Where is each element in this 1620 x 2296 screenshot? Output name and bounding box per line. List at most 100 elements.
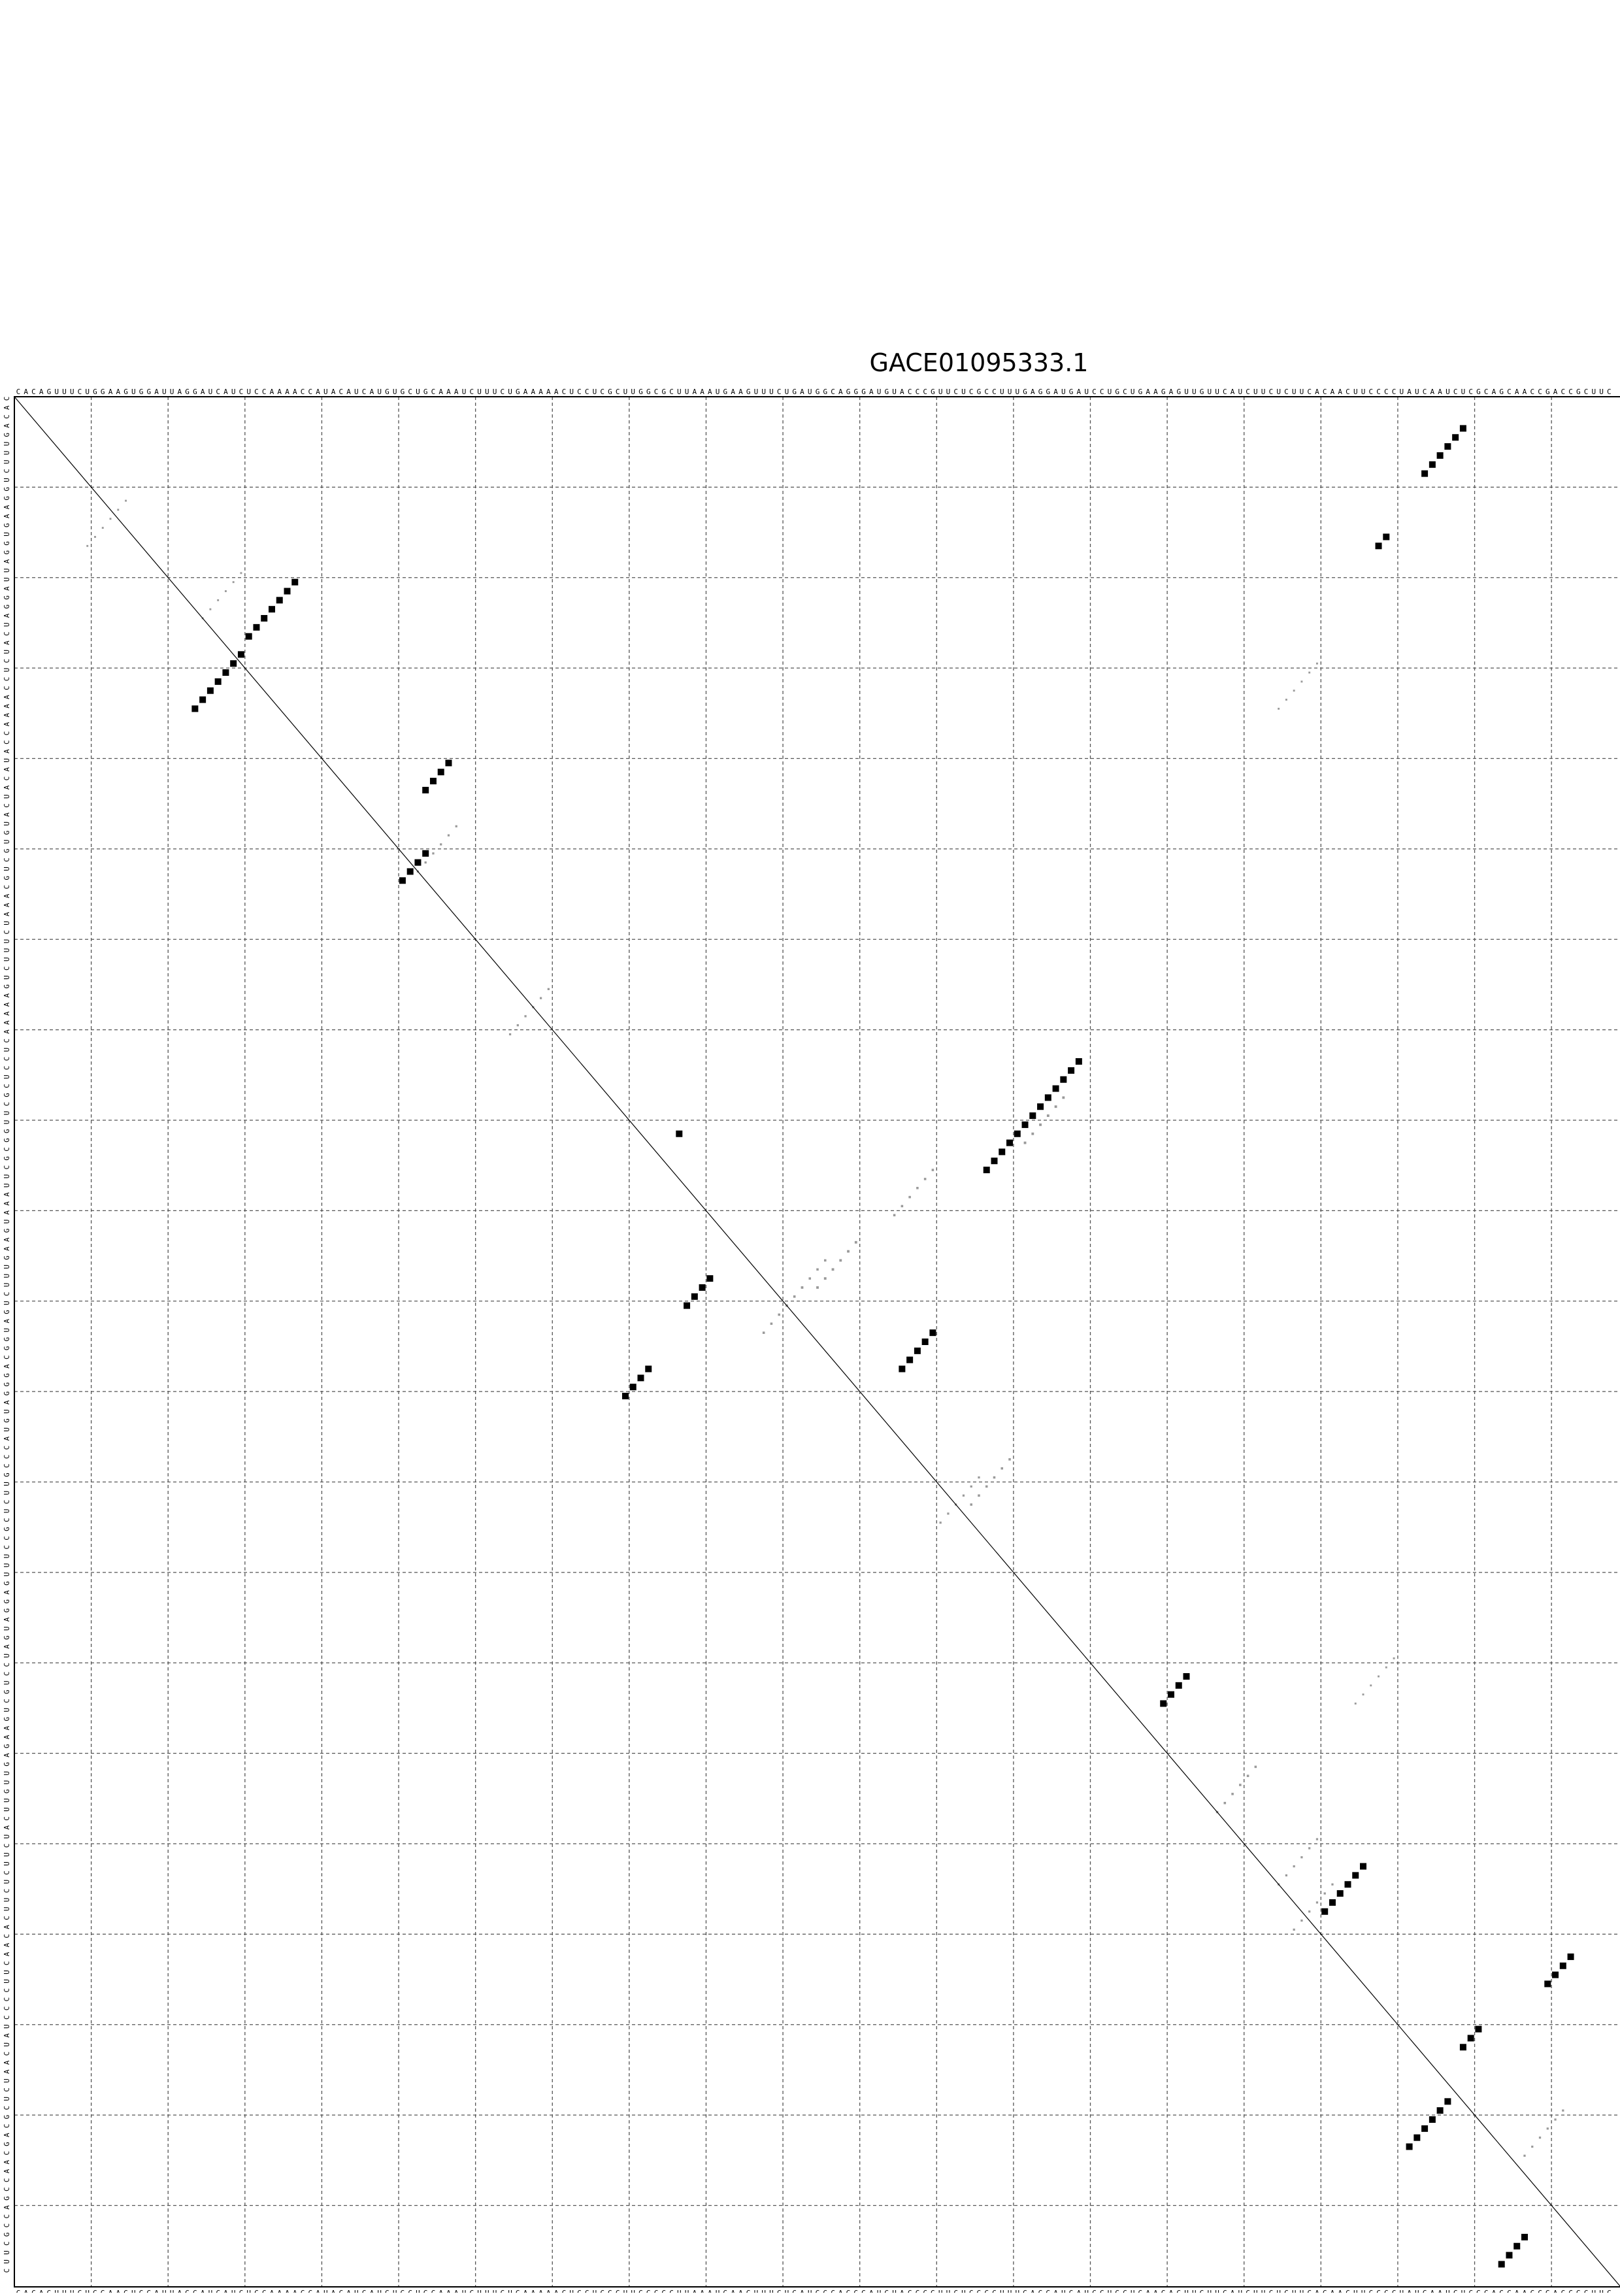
sequence-letter: U [1108, 2289, 1112, 2293]
probability-dot [539, 997, 542, 999]
sequence-letter: C [1368, 2289, 1373, 2293]
sequence-letter: C [969, 388, 974, 396]
sequence-letter: C [3, 414, 11, 419]
sequence-letter: A [3, 2069, 11, 2074]
mfe-pair-dot [429, 778, 437, 785]
sequence-letter: A [523, 388, 528, 396]
sequence-letter: U [1015, 2289, 1019, 2293]
sequence-letter: C [3, 1871, 11, 1875]
sequence-letter: U [3, 921, 11, 925]
sequence-letter: A [3, 1029, 11, 1034]
sequence-letter: A [3, 1002, 11, 1007]
probability-dot [1315, 1901, 1319, 1904]
sequence-letter: U [1184, 2289, 1189, 2293]
sequence-letter: G [516, 2289, 520, 2293]
sequence-letter: U [1415, 2289, 1419, 2293]
sequence-letter: G [3, 1599, 11, 1604]
sequence-letter: C [1284, 388, 1289, 396]
sequence-letter: A [154, 2289, 159, 2293]
sequence-letter: C [1346, 388, 1350, 396]
sequence-letter: U [1353, 388, 1358, 396]
sequence-letter: G [1476, 388, 1481, 396]
sequence-letter: A [3, 2133, 11, 2137]
sequence-letter: A [3, 1735, 11, 1739]
sequence-letter: U [162, 2289, 167, 2293]
sequence-letter: C [3, 659, 11, 663]
sequence-letter: A [438, 2289, 443, 2293]
sequence-letter: G [823, 388, 827, 396]
sequence-letter: G [3, 605, 11, 609]
sequence-letter: G [1023, 388, 1027, 396]
sequence-letter: C [3, 1057, 11, 1061]
probability-dot [1278, 707, 1280, 710]
sequence-letter: A [293, 388, 297, 396]
sequence-letter: A [24, 2289, 28, 2293]
sequence-letter: C [3, 1545, 11, 1550]
sequence-letter: A [693, 2289, 697, 2293]
sequence-letter: A [116, 2289, 120, 2293]
sequence-letter: C [3, 930, 11, 935]
sequence-letter: U [3, 1554, 11, 1559]
sequence-letter: A [554, 388, 559, 396]
sequence-letter: A [1146, 388, 1150, 396]
sequence-letter: C [301, 2289, 305, 2293]
plot-frame [14, 396, 1620, 2288]
sequence-letter: U [3, 1427, 11, 1432]
sequence-letter: C [1307, 2289, 1312, 2293]
sequence-letter: C [1484, 2289, 1489, 2293]
sequence-letter: A [1523, 2289, 1527, 2293]
sequence-letter: G [401, 388, 405, 396]
mfe-pair-dot [676, 1130, 683, 1137]
mfe-pair-dot [921, 1339, 929, 1345]
sequence-letter: U [3, 939, 11, 944]
sequence-letter: U [3, 1898, 11, 1903]
sequence-letter: U [1446, 2289, 1450, 2293]
mfe-pair-dot [1459, 425, 1466, 432]
sequence-letter: C [3, 2187, 11, 2191]
mfe-pair-dot [1037, 1103, 1044, 1110]
mfe-pair-dot [983, 1167, 990, 1174]
sequence-letter: U [3, 1572, 11, 1576]
sequence-letter: U [231, 388, 236, 396]
probability-dot [1546, 2127, 1549, 2130]
mfe-pair-dot [437, 769, 444, 776]
sequence-letter: G [47, 2289, 52, 2293]
mfe-pair-dot [1160, 1700, 1167, 1707]
probability-dot [86, 544, 89, 547]
sequence-letter: A [346, 2289, 351, 2293]
sequence-letter: G [3, 2142, 11, 2146]
sequence-letter: G [1176, 388, 1181, 396]
sequence-letter: A [1338, 388, 1342, 396]
sequence-letter: U [677, 2289, 682, 2293]
mfe-pair-dot [1444, 443, 1451, 450]
sequence-letter: G [853, 388, 858, 396]
mfe-pair-dot [1014, 1130, 1021, 1137]
sequence-letter: A [1407, 388, 1412, 396]
sequence-letter: C [16, 2289, 21, 2293]
sequence-letter: G [723, 2289, 728, 2293]
sequence-letter: C [923, 388, 927, 396]
sequence-letter: A [223, 388, 228, 396]
sequence-letter: U [1061, 388, 1066, 396]
sequence-letter: U [3, 668, 11, 673]
probability-dot [455, 825, 457, 827]
sequence-letter: G [1046, 2289, 1051, 2293]
probability-dot [985, 1485, 988, 1488]
sequence-letter: C [992, 388, 997, 396]
sequence-letter: A [538, 2289, 543, 2293]
probability-dot [854, 1240, 857, 1244]
sequence-letter: A [3, 1237, 11, 1242]
sequence-letter: U [1215, 2289, 1219, 2293]
sequence-letter: C [1100, 2289, 1104, 2293]
sequence-letter: G [3, 1717, 11, 1722]
mfe-pair-dot [1429, 461, 1436, 468]
sequence-letter: G [1023, 2289, 1027, 2293]
mfe-pair-dot [445, 759, 452, 767]
mfe-pair-dot [629, 1384, 636, 1391]
sequence-letter: G [931, 2289, 935, 2293]
sequence-letter: A [731, 388, 735, 396]
sequence-letter: G [638, 388, 643, 396]
sequence-letter: C [916, 2289, 920, 2293]
sequence-letter: A [800, 2289, 804, 2293]
sequence-letter: C [984, 388, 989, 396]
